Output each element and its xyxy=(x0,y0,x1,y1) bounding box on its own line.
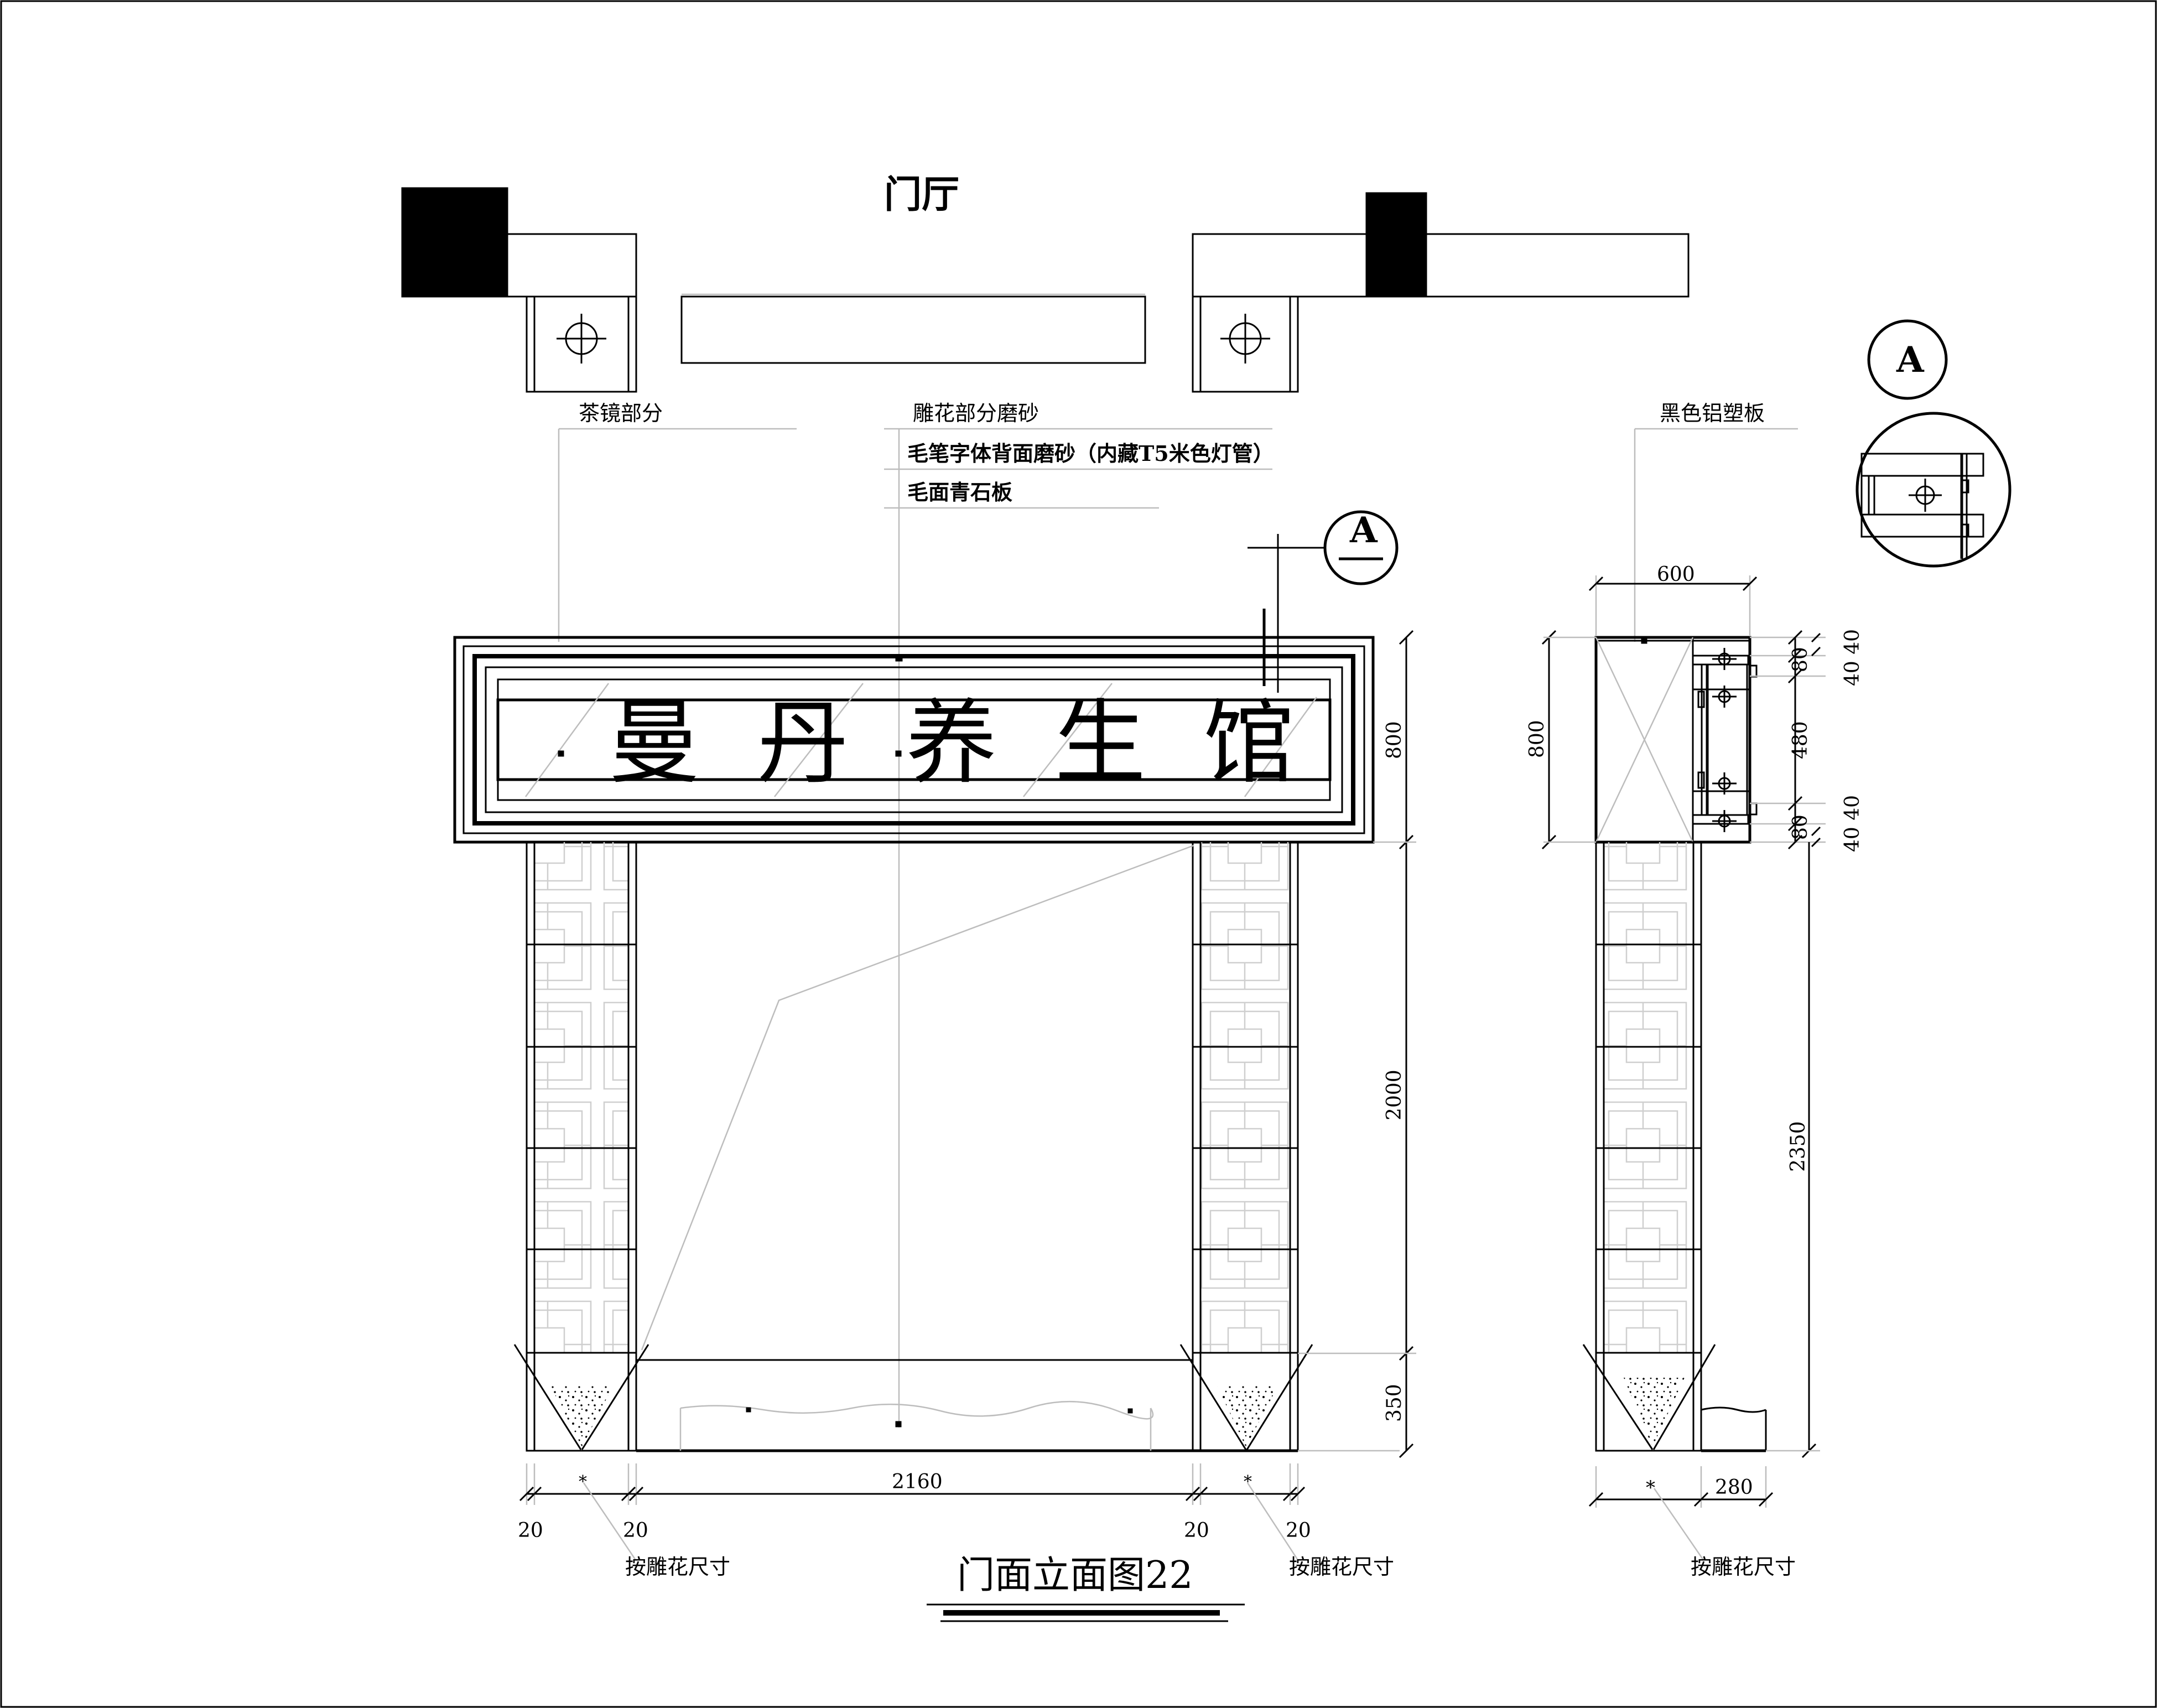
side-sign-box xyxy=(1594,636,1751,844)
plan-view: 门厅 xyxy=(401,173,1690,393)
signboard-frame xyxy=(472,654,1355,826)
dim-2000: 2000 xyxy=(1383,1070,1406,1120)
threshold-stone-edge xyxy=(680,1400,1154,1420)
drawing-title: 门面立面图22 xyxy=(957,1554,1193,1597)
section-marker-a: A xyxy=(1248,510,1399,693)
plan-wall-left xyxy=(506,233,637,298)
plan-wall-right xyxy=(1192,233,1690,298)
dim-20-a: 20 xyxy=(518,1519,543,1542)
dim-side-80-top: 80 xyxy=(1789,647,1812,672)
drawing-title-block: 门面立面图22 xyxy=(927,1554,1245,1622)
right-base-stone xyxy=(1217,1386,1278,1447)
plan-column-left xyxy=(526,295,637,393)
side-base-stone xyxy=(1624,1378,1685,1447)
dim-side-4040-bottom: 40 40 xyxy=(1841,795,1864,852)
note-leaders xyxy=(558,428,1798,1427)
dim-2160: 2160 xyxy=(892,1471,943,1493)
plan-black-block-right xyxy=(1365,192,1427,298)
side-elevation xyxy=(1582,636,1767,1452)
carving-size-mark-left: * xyxy=(579,1472,587,1492)
dim-20-d: 20 xyxy=(1286,1519,1311,1542)
side-dimensions: * xyxy=(1541,575,1826,1560)
carving-size-mark-side: * xyxy=(1646,1477,1655,1499)
dim-20-c: 20 xyxy=(1184,1519,1209,1542)
carving-size-mark-right: * xyxy=(1244,1472,1252,1492)
plan-title: 门厅 xyxy=(884,173,959,217)
note-black-acp: 黑色铝塑板 xyxy=(1660,401,1765,425)
plan-step xyxy=(680,295,1146,364)
dim-600: 600 xyxy=(1657,563,1695,586)
section-marker-letter: A xyxy=(1349,510,1378,551)
signboard-panel xyxy=(496,698,1332,781)
detail-callout-a: A xyxy=(1855,319,2012,568)
dim-side-280: 280 xyxy=(1715,1476,1753,1499)
detail-circle xyxy=(1855,412,2012,568)
dim-side-80-bottom: 80 xyxy=(1789,814,1812,840)
plan-column-right xyxy=(1192,295,1299,393)
dim-side-2350: 2350 xyxy=(1787,1121,1810,1172)
note-brush-font: 毛笔字体背面磨砂（内藏T5米色灯管） xyxy=(907,441,1274,466)
detail-callout-letter: A xyxy=(1896,339,1925,381)
dim-350: 350 xyxy=(1383,1384,1406,1422)
dim-20-b: 20 xyxy=(623,1519,648,1542)
note-tea-mirror: 茶镜部分 xyxy=(579,401,663,425)
dim-800-front: 800 xyxy=(1383,721,1406,759)
front-elevation: 曼丹养生馆 xyxy=(453,636,1400,1452)
note-carving-frosted: 雕花部分磨砂 xyxy=(913,401,1039,425)
left-base-stone xyxy=(550,1386,613,1447)
per-carving-mid: 按雕花尺寸 xyxy=(1289,1555,1394,1579)
signboard-outer xyxy=(453,636,1375,844)
dim-side-480: 480 xyxy=(1789,721,1812,759)
front-dimensions: * * xyxy=(519,630,1416,1560)
dim-side-800: 800 xyxy=(1526,720,1548,758)
plan-black-block-left xyxy=(401,187,508,298)
dim-side-4040-top: 40 40 xyxy=(1841,629,1864,686)
per-carving-right: 按雕花尺寸 xyxy=(1691,1555,1796,1579)
note-bluestone: 毛面青石板 xyxy=(907,480,1012,505)
per-carving-left: 按雕花尺寸 xyxy=(625,1555,730,1579)
